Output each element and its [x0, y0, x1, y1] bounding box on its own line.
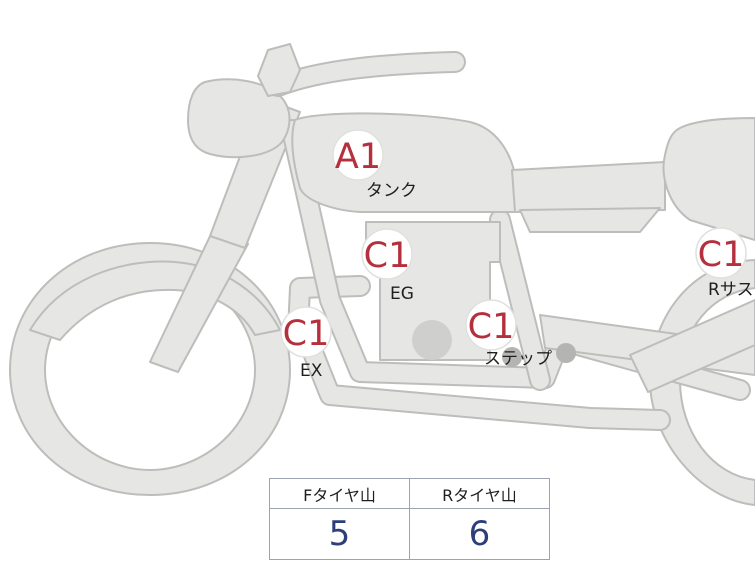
badge-engine-label: EG — [390, 284, 414, 304]
front-tire-header: Fタイヤ山 — [269, 478, 410, 509]
badge-step-code: C1 — [468, 307, 515, 347]
rear-shock — [629, 299, 755, 393]
side-panel — [511, 161, 666, 213]
badge-step-label: ステップ — [484, 349, 552, 369]
badge-tank-label: タンク — [366, 181, 417, 201]
seat-bracket — [519, 207, 661, 233]
tire-table-header-row: Fタイヤ山 Rタイヤ山 — [269, 478, 550, 509]
badge-step: C1 ステップ — [465, 299, 552, 369]
rear-tire-value: 6 — [409, 508, 550, 560]
engine-cover — [412, 320, 452, 360]
badge-exhaust-code: C1 — [283, 314, 330, 354]
badge-tank: A1 タンク — [332, 129, 417, 201]
badge-engine-code: C1 — [364, 236, 411, 276]
badge-exhaust: C1 EX — [280, 306, 332, 381]
badge-rear-suspension-code: C1 — [698, 235, 745, 275]
badge-engine: C1 EG — [361, 228, 414, 304]
front-tire-value: 5 — [269, 508, 410, 560]
footpeg-rear — [556, 343, 576, 363]
rear-tire-header: Rタイヤ山 — [409, 478, 550, 509]
footpeg — [502, 347, 522, 367]
tire-table-value-row: 5 6 — [269, 508, 550, 560]
badge-tank-code: A1 — [335, 137, 381, 177]
badge-rear-suspension-label: Rサス — [708, 280, 753, 300]
tire-tread-table: Fタイヤ山 Rタイヤ山 5 6 — [269, 478, 550, 560]
seat — [662, 117, 755, 241]
badge-exhaust-label: EX — [300, 361, 323, 381]
badge-rear-suspension: C1 Rサス — [695, 227, 753, 300]
mirror-stem — [257, 43, 301, 97]
